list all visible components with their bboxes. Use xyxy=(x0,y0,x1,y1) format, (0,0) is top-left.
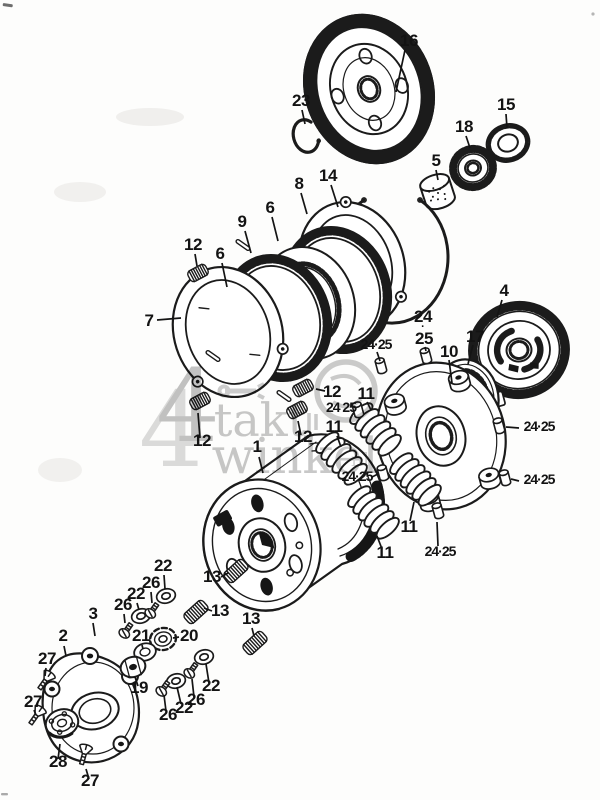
callout-11a: 11 xyxy=(358,384,375,403)
part-16-large-gear xyxy=(302,13,436,165)
leader-lines xyxy=(33,49,520,780)
callout-18: 18 xyxy=(455,117,473,136)
callout-13a: 13 xyxy=(203,567,221,586)
callout-12c: 12 xyxy=(294,427,312,446)
callout-12d: 12 xyxy=(193,431,211,450)
callout-11b: 11 xyxy=(326,417,343,436)
callout-20: 20 xyxy=(180,626,198,645)
shop-watermark: 4 4 takt winkel nl xyxy=(139,348,379,491)
callout-26b: 26 xyxy=(114,595,132,614)
watermark-logo xyxy=(217,359,378,431)
callout-11c: 11 xyxy=(401,517,418,536)
watermark-takt: takt xyxy=(214,393,307,447)
part-23-circlip xyxy=(291,118,321,154)
callout-23: 23 xyxy=(292,91,310,110)
callout-6a: 6 xyxy=(266,198,275,217)
part-5-bushing xyxy=(419,173,456,211)
callout-25: 25 xyxy=(415,329,433,348)
callout-2425d: 24·25 xyxy=(524,418,556,434)
part-28-ball-bearing xyxy=(44,708,80,739)
callout-17: 17 xyxy=(466,327,484,346)
callout-15: 15 xyxy=(497,95,515,114)
callout-27b: 27 xyxy=(24,692,42,711)
callout-4: 4 xyxy=(500,281,510,300)
part-4-driven-gear xyxy=(468,300,570,400)
callout-16: 16 xyxy=(400,31,418,50)
part-19-spring-seat-nut xyxy=(119,655,147,679)
callout-2425a: 24·25 xyxy=(361,336,393,352)
callout-9: 9 xyxy=(238,212,247,231)
watermark-nl: nl xyxy=(351,449,369,471)
callout-6b: 6 xyxy=(216,244,225,263)
callout-28: 28 xyxy=(49,752,67,771)
callout-3: 3 xyxy=(89,604,98,623)
callout-2425f: 24·25 xyxy=(425,543,457,559)
callout-5: 5 xyxy=(432,151,441,170)
callout-12a: 12 xyxy=(184,235,202,254)
part-21-lock-washer xyxy=(133,642,157,662)
callout-26d: 26 xyxy=(159,705,177,724)
callout-26c: 26 xyxy=(187,690,205,709)
callout-24: 24 xyxy=(414,307,433,326)
callout-22a: 22 xyxy=(154,556,172,575)
callout-11d: 11 xyxy=(377,543,394,562)
callout-2425e: 24·25 xyxy=(524,471,556,487)
callout-27a: 27 xyxy=(38,649,56,668)
callout-dot: · xyxy=(421,321,425,333)
callout-22c: 22 xyxy=(202,676,220,695)
callout-22d: 22 xyxy=(175,698,193,717)
callout-27c: 27 xyxy=(81,771,99,790)
callouts: 16 23 15 18 5 8 14 9 6 6 12 7 4 24 · 25 … xyxy=(24,31,557,790)
callout-2425c: 24·25 xyxy=(342,468,374,484)
callout-22b: 22 xyxy=(127,584,145,603)
callout-2: 2 xyxy=(59,626,68,645)
scan-artifacts xyxy=(1,3,595,796)
watermark-winkel: winkel xyxy=(212,427,379,485)
callout-14: 14 xyxy=(319,166,338,185)
callout-21: 21 xyxy=(132,626,150,645)
callout-7: 7 xyxy=(145,311,154,330)
part-20-lock-nut xyxy=(148,626,178,652)
watermark-4: 4 xyxy=(156,348,220,465)
callout-2425b: 24 25 xyxy=(326,399,357,415)
callout-19: 19 xyxy=(130,678,148,697)
callout-1: 1 xyxy=(253,437,262,456)
part-18-small-gear xyxy=(449,144,497,192)
callout-8: 8 xyxy=(295,174,304,193)
callout-12b: 12 xyxy=(323,382,341,401)
callout-10: 10 xyxy=(440,342,458,361)
callout-13b: 13 xyxy=(211,601,229,620)
callout-13c: 13 xyxy=(242,609,260,628)
callout-26a: 26 xyxy=(142,573,160,592)
watermark-4-shadow: 4 xyxy=(139,369,205,491)
